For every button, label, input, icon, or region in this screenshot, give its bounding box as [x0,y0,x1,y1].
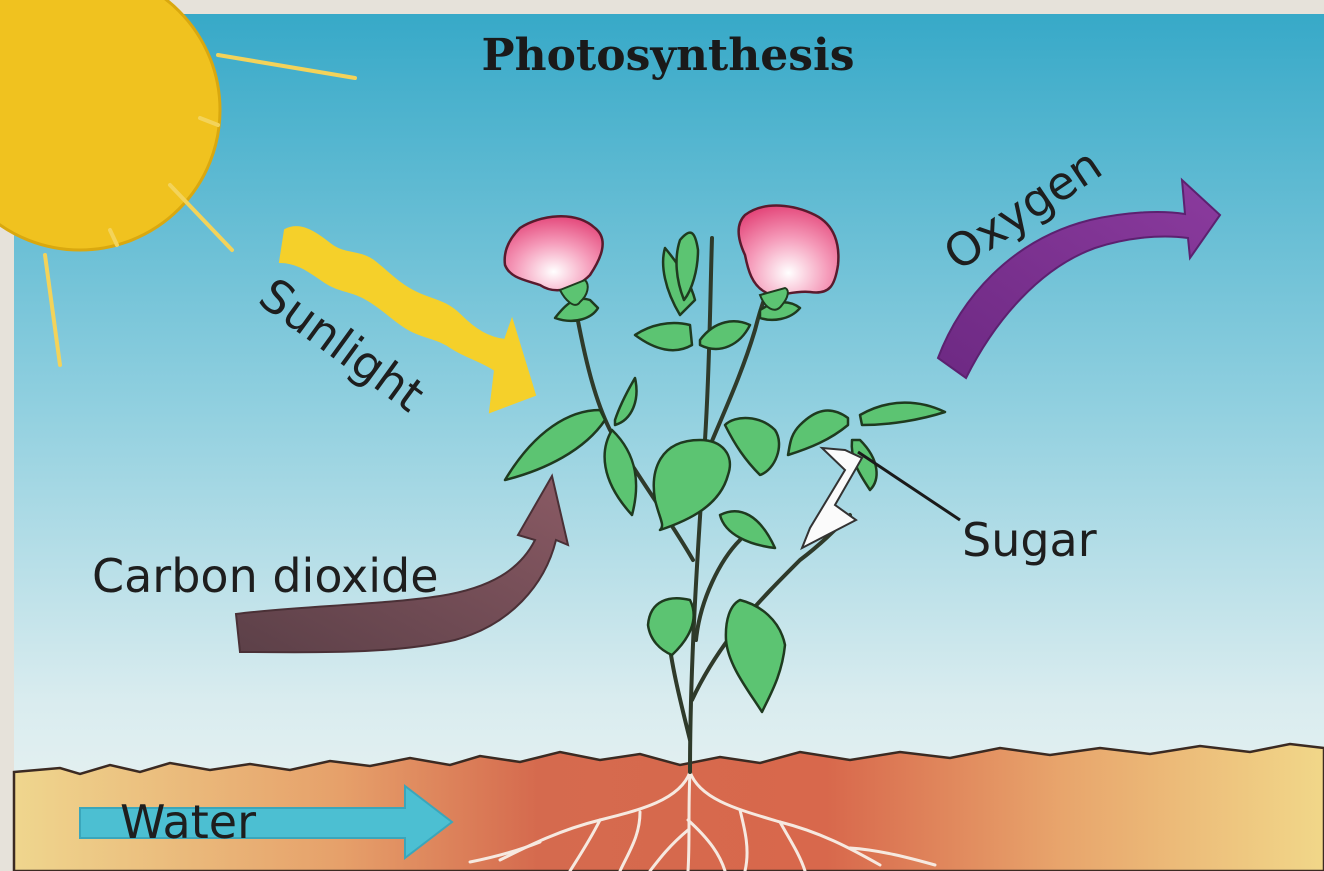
sugar-label: Sugar [962,513,1097,567]
carbon-dioxide-label: Carbon dioxide [92,549,439,603]
diagram-title: Photosynthesis [482,30,855,81]
water-label: Water [120,795,256,849]
